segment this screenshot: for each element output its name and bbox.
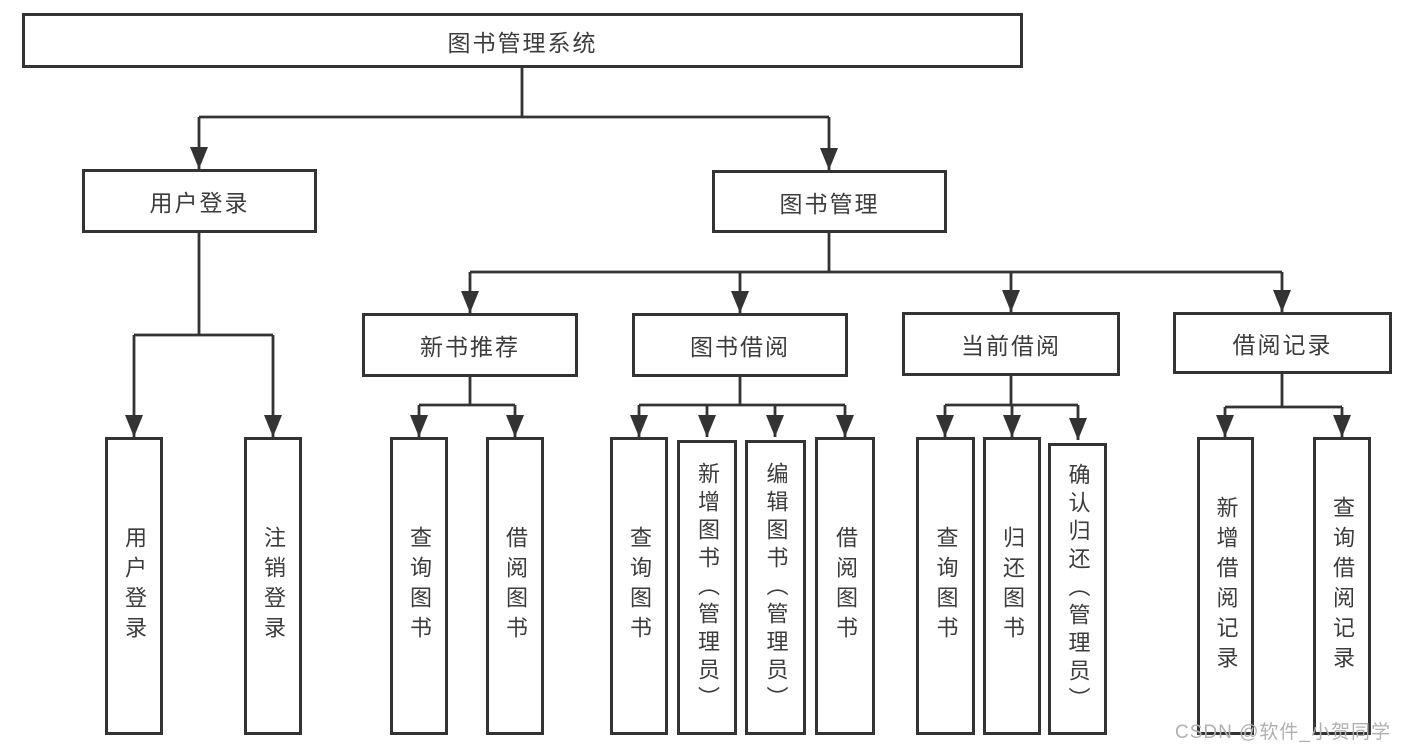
leaf-borrow-book: 借阅图书 (815, 437, 875, 735)
leaf-user-login: 用户登录 (105, 437, 163, 735)
node-borrow-record: 借阅记录 (1173, 312, 1392, 374)
leaf-edit-book-admin: 编辑图书（管理员） (745, 440, 806, 735)
leaf-add-borrow-record: 新增借阅记录 (1197, 437, 1254, 735)
node-book-management: 图书管理 (712, 170, 947, 233)
leaf-query-book-current: 查询图书 (916, 437, 975, 735)
node-user-login: 用户登录 (82, 169, 317, 233)
watermark-text: CSDN @软件_小贺同学 (1175, 722, 1391, 743)
leaf-return-book: 归还图书 (983, 437, 1041, 735)
leaf-query-book-borrow: 查询图书 (610, 437, 668, 735)
node-root-library-system: 图书管理系统 (22, 13, 1023, 68)
leaf-add-book-admin: 新增图书（管理员） (677, 440, 737, 735)
node-new-book-recommend: 新书推荐 (362, 313, 578, 377)
leaf-confirm-return-admin: 确认归还（管理员） (1048, 443, 1107, 735)
leaf-borrow-book-recommend: 借阅图书 (486, 437, 544, 735)
leaf-query-book-recommend: 查询图书 (390, 437, 448, 735)
leaf-logout: 注销登录 (244, 437, 302, 735)
node-current-borrow: 当前借阅 (902, 312, 1120, 376)
node-book-borrow: 图书借阅 (632, 313, 848, 377)
leaf-query-borrow-record: 查询借阅记录 (1313, 437, 1371, 735)
